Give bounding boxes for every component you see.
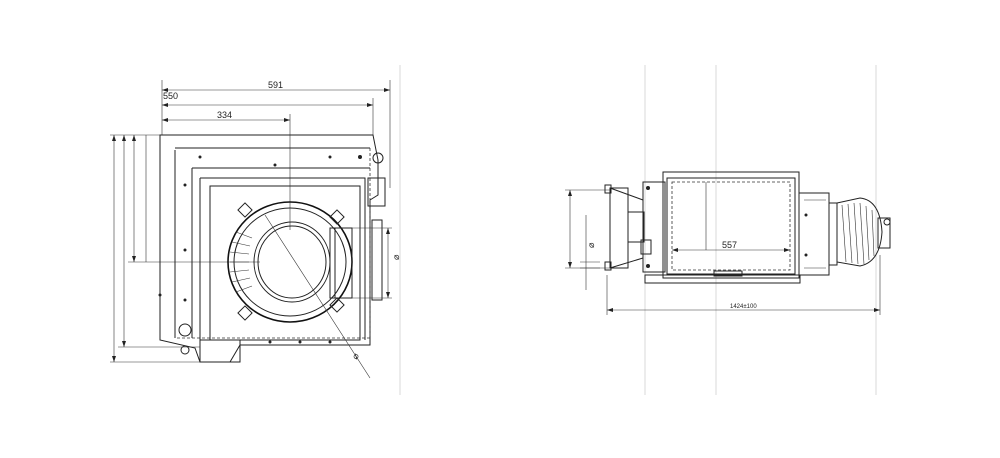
left-view: 591 550 334 <box>110 80 401 379</box>
dimension-591: 591 <box>161 80 391 188</box>
dim-591-label: 591 <box>268 80 283 90</box>
dimension-1424: 1424±100 <box>606 255 881 315</box>
dim-550-label: 550 <box>163 91 178 101</box>
right-left-inlet <box>604 181 666 273</box>
dimension-334: 334 <box>162 110 291 230</box>
left-housing <box>158 134 386 363</box>
right-motor <box>798 192 891 276</box>
left-circular-door <box>227 201 371 379</box>
right-main-box: 557 <box>644 171 801 284</box>
diameter-symbol-left: ⌀ <box>586 242 596 248</box>
right-diameter-dim: ⌀ <box>565 189 610 290</box>
dim-334-label: 334 <box>217 110 232 120</box>
left-diameter-dim: ⌀ ⌀ <box>350 227 401 361</box>
right-view: 557 ⌀ <box>565 171 891 315</box>
guide-lines <box>399 65 877 395</box>
dim-1424-label: 1424±100 <box>730 304 757 310</box>
diameter-symbol-right: ⌀ <box>391 254 401 260</box>
diameter-symbol-diag: ⌀ <box>350 351 362 361</box>
dim-557-label: 557 <box>722 240 737 250</box>
dimension-550: 550 <box>162 91 374 135</box>
